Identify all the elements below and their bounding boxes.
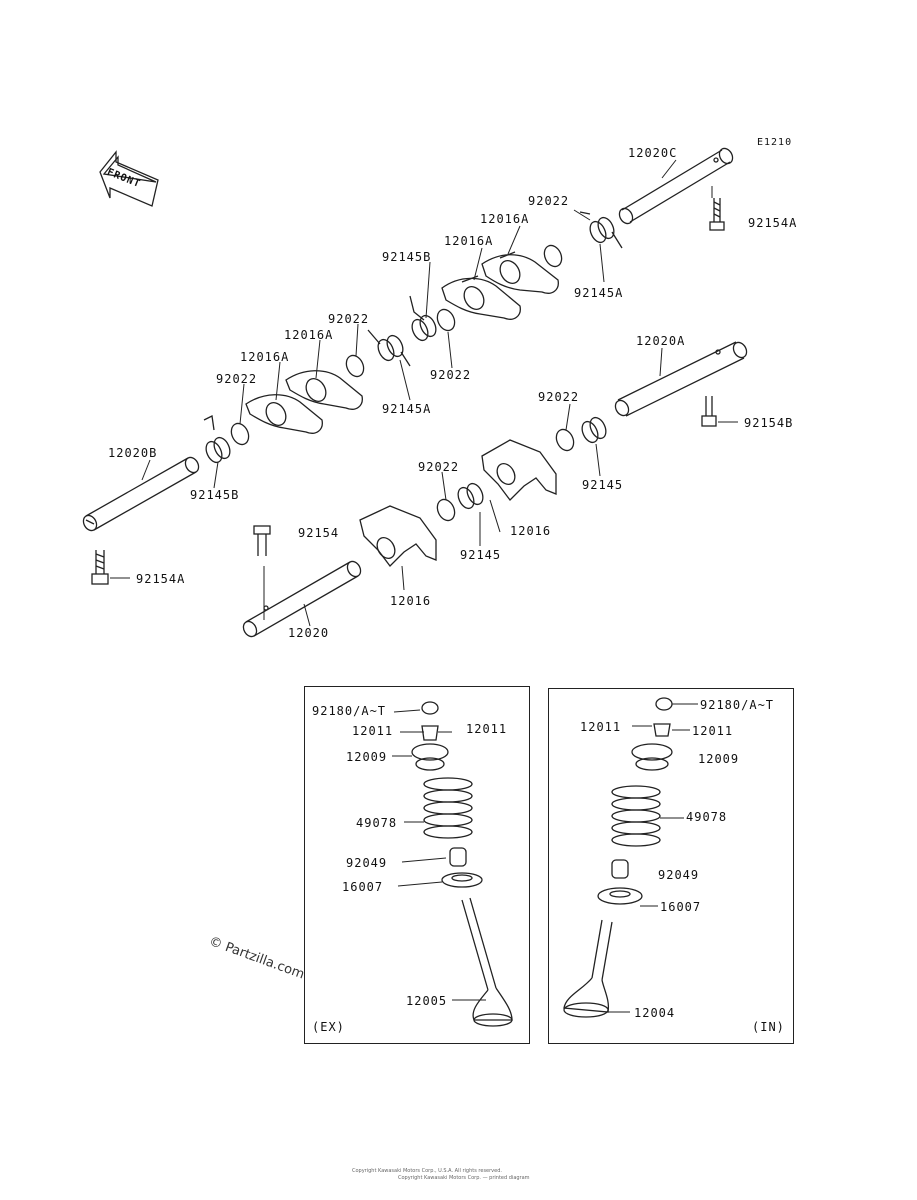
ex-spring-icon (423, 777, 473, 839)
washer-upper-mid (436, 308, 456, 332)
label-92022-a: 92022 (528, 194, 570, 208)
ex-label-16007: 16007 (342, 880, 384, 894)
label-92022-d: 92022 (216, 372, 258, 386)
ex-box (304, 686, 530, 1044)
rocker-arm-12016a-left-1 (285, 370, 363, 410)
label-12020c: 12020C (628, 146, 678, 160)
shaft-12020 (242, 560, 362, 638)
label-92145a-a: 92145A (574, 286, 624, 300)
washer-left (230, 422, 250, 446)
label-92145b-bottom: 92145B (190, 488, 240, 502)
spring-92145a-top (579, 211, 623, 249)
label-92022-b: 92022 (328, 312, 370, 326)
label-92145-b: 92145 (460, 548, 502, 562)
label-92145-a: 92145 (582, 478, 624, 492)
bolt-92154a-bottom (91, 550, 109, 585)
bolt-92154 (253, 525, 271, 556)
in-label-12009: 12009 (698, 752, 740, 766)
label-12016a-b: 12016A (444, 234, 494, 248)
label-12016a-a: 12016A (480, 212, 530, 226)
label-12020a: 12020A (636, 334, 686, 348)
label-12016a-c: 12016A (284, 328, 334, 342)
ex-valve-assembly (392, 701, 513, 1027)
ex-label-12005: 12005 (406, 994, 448, 1008)
rocker-arm-12016a-left-2 (245, 394, 323, 434)
leader-lines (110, 159, 738, 627)
ex-label-12011-left: 12011 (352, 724, 394, 738)
in-label-12011-left: 12011 (580, 720, 622, 734)
ex-label-12011-right: 12011 (466, 722, 508, 736)
ex-tag: (EX) (312, 1020, 345, 1034)
spring-92145-right (581, 416, 607, 444)
label-92154a-bottom: 92154A (136, 572, 186, 586)
copyright-line-1: Copyright Kawasaki Motors Corp., U.S.A. … (352, 1168, 502, 1174)
label-92154b: 92154B (744, 416, 794, 430)
washer-upper-left (345, 354, 365, 378)
in-label-12004: 12004 (634, 1006, 676, 1020)
in-tag: (IN) (752, 1020, 785, 1034)
label-92154a-top: 92154A (748, 216, 798, 230)
label-92022-e: 92022 (538, 390, 580, 404)
in-label-92049: 92049 (658, 868, 700, 882)
front-arrow-icon (99, 150, 159, 207)
label-92145b-top: 92145B (382, 250, 432, 264)
in-label-92180: 92180/A~T (700, 698, 775, 712)
ex-label-92049: 92049 (346, 856, 388, 870)
in-box (548, 688, 794, 1044)
ex-label-49078: 49078 (356, 816, 398, 830)
in-label-49078: 49078 (686, 810, 728, 824)
label-92154: 92154 (298, 526, 340, 540)
bolt-92154b (701, 396, 717, 427)
in-label-16007: 16007 (660, 900, 702, 914)
shaft-12020b (82, 456, 200, 532)
washer-right-lower (555, 428, 575, 452)
shaft-12020c (618, 147, 734, 225)
label-92145a-b: 92145A (382, 402, 432, 416)
spring-92145b-top (409, 295, 437, 342)
washer-mid-lower (436, 498, 456, 522)
label-12016-a: 12016 (510, 524, 552, 538)
spring-92145b-bottom (203, 415, 231, 464)
label-12020: 12020 (288, 626, 330, 640)
rocker-arm-12016-left (359, 505, 437, 567)
bolt-92154a-top (709, 198, 725, 231)
shaft-12020a (614, 341, 748, 417)
rocker-arm-12016a-upper-1 (481, 251, 559, 294)
ex-label-12009: 12009 (346, 750, 388, 764)
ex-label-92180: 92180/A~T (312, 704, 387, 718)
label-12016a-d: 12016A (240, 350, 290, 364)
spring-92145-mid (457, 482, 484, 510)
label-92022-f: 92022 (418, 460, 460, 474)
label-92022-c: 92022 (430, 368, 472, 382)
rocker-arm-12016-right (481, 439, 557, 501)
washer-upper-right (543, 244, 563, 268)
spring-92145a-mid (367, 329, 411, 367)
diagram-code: E1210 (757, 137, 793, 148)
label-12020b: 12020B (108, 446, 158, 460)
in-valve-assembly (563, 697, 698, 1018)
in-label-12011-right: 12011 (692, 724, 734, 738)
in-spring-icon (611, 785, 661, 847)
label-12016-b: 12016 (390, 594, 432, 608)
copyright-line-2: Copyright Kawasaki Motors Corp. — printe… (398, 1175, 530, 1181)
